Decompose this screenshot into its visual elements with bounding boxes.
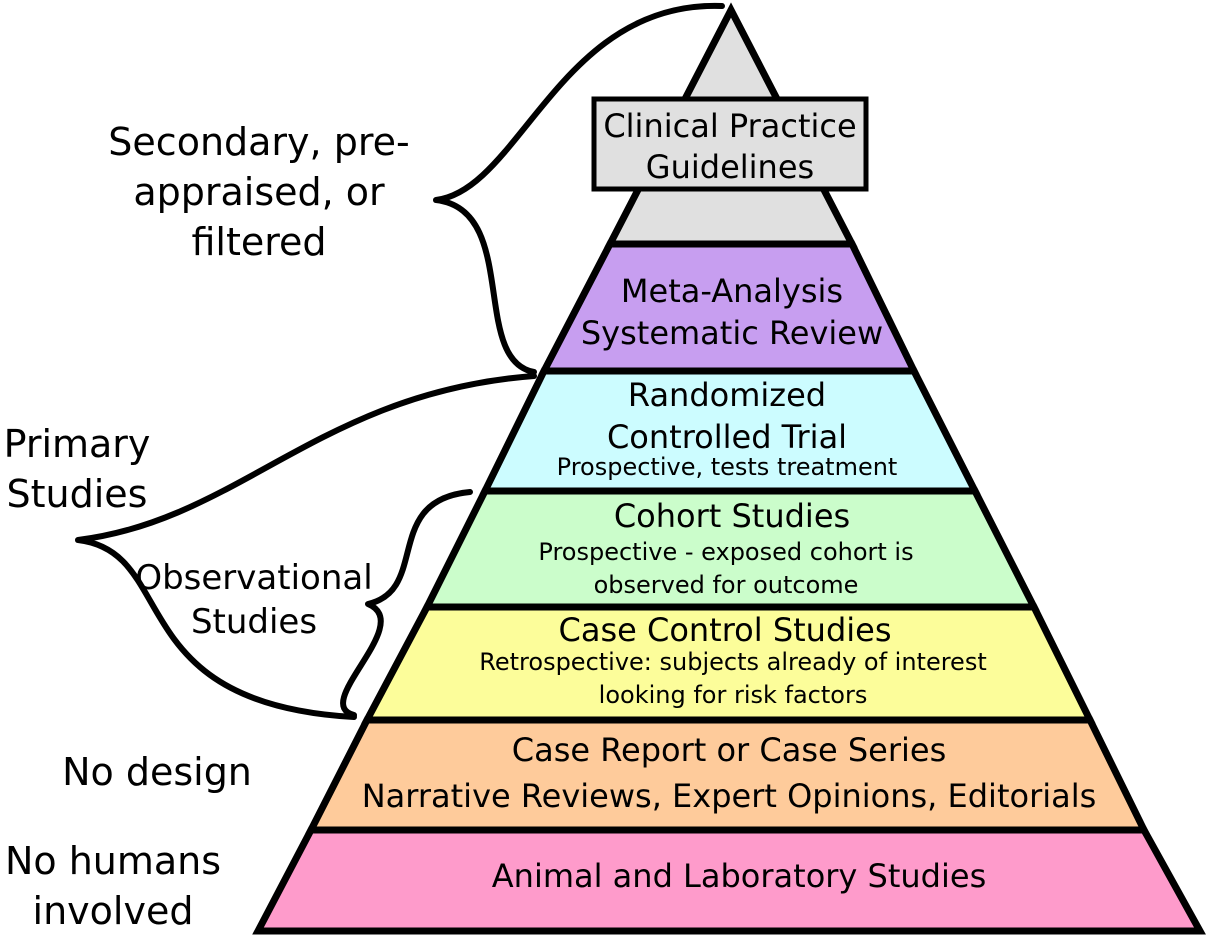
secondary-label-line-1: Secondary, pre- — [108, 120, 409, 164]
case-control-title: Case Control Studies — [558, 611, 891, 649]
animal-laboratory-title: Animal and Laboratory Studies — [492, 857, 986, 895]
meta-analysis-title-line-1: Meta-Analysis — [621, 272, 843, 310]
cohort-subtitle-line-2: observed for outcome — [594, 571, 859, 599]
case-report-title-line-1: Case Report or Case Series — [512, 731, 947, 769]
rct-subtitle: Prospective, tests treatment — [557, 453, 898, 481]
case-report-title-line-2: Narrative Reviews, Expert Opinions, Edit… — [362, 777, 1097, 815]
no-humans-label-line-2: involved — [33, 889, 194, 933]
case-control-subtitle-line-2: looking for risk factors — [599, 681, 868, 709]
primary-label-line-2: Studies — [7, 472, 148, 516]
observational-label-line-1: Observational — [135, 558, 372, 598]
cohort-subtitle-line-1: Prospective - exposed cohort is — [538, 538, 913, 566]
secondary-brace — [433, 2, 725, 375]
no-humans-label-line-1: No humans — [5, 839, 221, 883]
case-control-subtitle-line-1: Retrospective: subjects already of inter… — [479, 648, 986, 676]
level-animal-laboratory — [252, 826, 1206, 935]
guidelines-label-line-1: Clinical Practice — [603, 107, 856, 145]
meta-analysis-title-line-2: Systematic Review — [581, 314, 883, 352]
secondary-label-line-2: appraised, or — [133, 170, 385, 214]
observational-label-line-2: Studies — [191, 602, 317, 642]
rct-title-line-2: Controlled Trial — [607, 418, 847, 456]
rct-title-line-1: Randomized — [628, 376, 826, 414]
no-design-label: No design — [62, 750, 252, 794]
observational-brace — [340, 489, 473, 718]
guidelines-label-line-2: Guidelines — [646, 148, 814, 186]
guidelines-box — [591, 96, 869, 192]
primary-label-line-1: Primary — [4, 422, 151, 466]
cohort-title: Cohort Studies — [614, 497, 850, 535]
secondary-label-line-3: filtered — [191, 220, 326, 264]
primary-brace — [75, 373, 537, 720]
